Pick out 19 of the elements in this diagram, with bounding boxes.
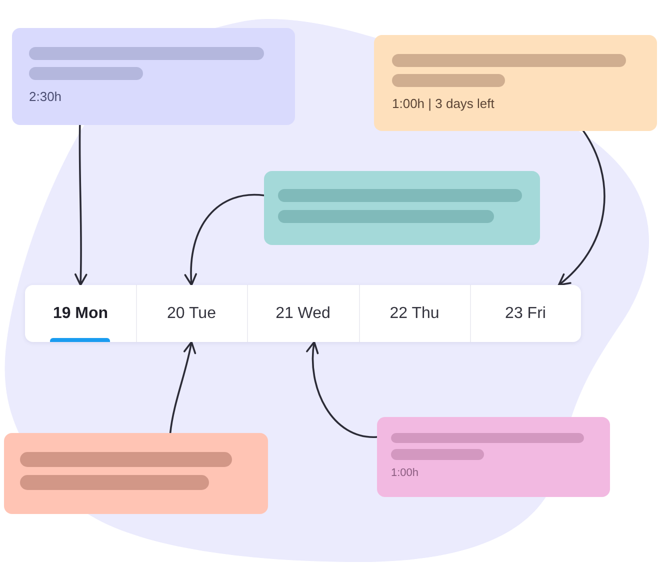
day-label: 22 Thu bbox=[359, 285, 470, 342]
arrow bbox=[74, 124, 88, 286]
arrow bbox=[169, 341, 196, 434]
arrow bbox=[558, 130, 606, 286]
task-card bbox=[264, 171, 540, 245]
arrow bbox=[306, 341, 378, 438]
task-card bbox=[374, 35, 657, 131]
duration-text: 1:00h | 3 days left bbox=[392, 96, 494, 112]
task-card bbox=[12, 28, 295, 125]
duration-text: 1:00h bbox=[391, 467, 419, 480]
day-selector-bar bbox=[25, 285, 581, 342]
task-card bbox=[377, 417, 610, 497]
task-card bbox=[4, 433, 268, 514]
day-label: 21 Wed bbox=[247, 285, 359, 342]
duration-text: 2:30h bbox=[29, 89, 62, 105]
arrow bbox=[184, 194, 265, 286]
day-label: 23 Fri bbox=[470, 285, 581, 342]
day-label: 19 Mon bbox=[25, 285, 136, 342]
day-label: 20 Tue bbox=[136, 285, 247, 342]
